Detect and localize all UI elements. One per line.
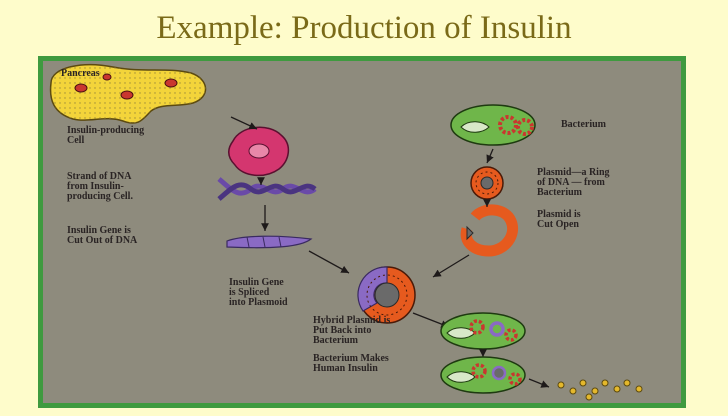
- insulin-production-diagram: Pancreas Insulin-producing Cell Strand o…: [49, 64, 643, 401]
- bacterium-illustration: [450, 104, 536, 146]
- arrow-gene-to-hybrid: [308, 250, 350, 274]
- label-gene-cut: Insulin Gene is Cut Out of DNA: [67, 225, 138, 246]
- label-plasmid-ring: Plasmid—a Ring of DNA — from Bacterium: [537, 167, 612, 198]
- bacterium-with-hybrid-illustration: [440, 312, 526, 350]
- label-hybrid-back: Hybrid Plasmid is Put Back into Bacteriu…: [313, 315, 393, 346]
- label-dna-strand: Strand of DNA from Insulin- producing Ce…: [67, 171, 133, 202]
- label-plasmid-open: Plasmid is Cut Open: [537, 209, 583, 230]
- insulin-gene-illustration: [226, 235, 313, 249]
- insulin-molecules-illustration: [557, 379, 643, 401]
- bacterium-making-insulin-illustration: [440, 356, 526, 394]
- insulin-cell-illustration: [228, 126, 290, 177]
- arrow-pancreas-to-cell: [230, 116, 258, 130]
- label-gene-spliced: Insulin Gene is Spliced into Plasmoid: [229, 277, 288, 308]
- diagram-panel: Pancreas Insulin-producing Cell Strand o…: [38, 56, 686, 408]
- plasmid-ring-illustration: [470, 166, 504, 200]
- label-makes-insulin: Bacterium Makes Human Insulin: [313, 353, 391, 374]
- dna-strand-illustration: [217, 177, 317, 201]
- label-bacterium: Bacterium: [561, 119, 607, 130]
- arrow-bacterium-to-plasmid: [486, 148, 494, 164]
- arrow-insulin-output: [528, 378, 550, 388]
- pancreas-illustration: [49, 64, 207, 124]
- plasmid-open-illustration: [460, 204, 518, 257]
- label-insulin-cell: Insulin-producing Cell: [67, 125, 147, 146]
- hybrid-plasmid-illustration: [357, 266, 416, 324]
- arrow-open-to-hybrid: [432, 254, 470, 278]
- label-pancreas: Pancreas: [61, 68, 100, 79]
- slide-title: Example: Production of Insulin: [156, 10, 572, 46]
